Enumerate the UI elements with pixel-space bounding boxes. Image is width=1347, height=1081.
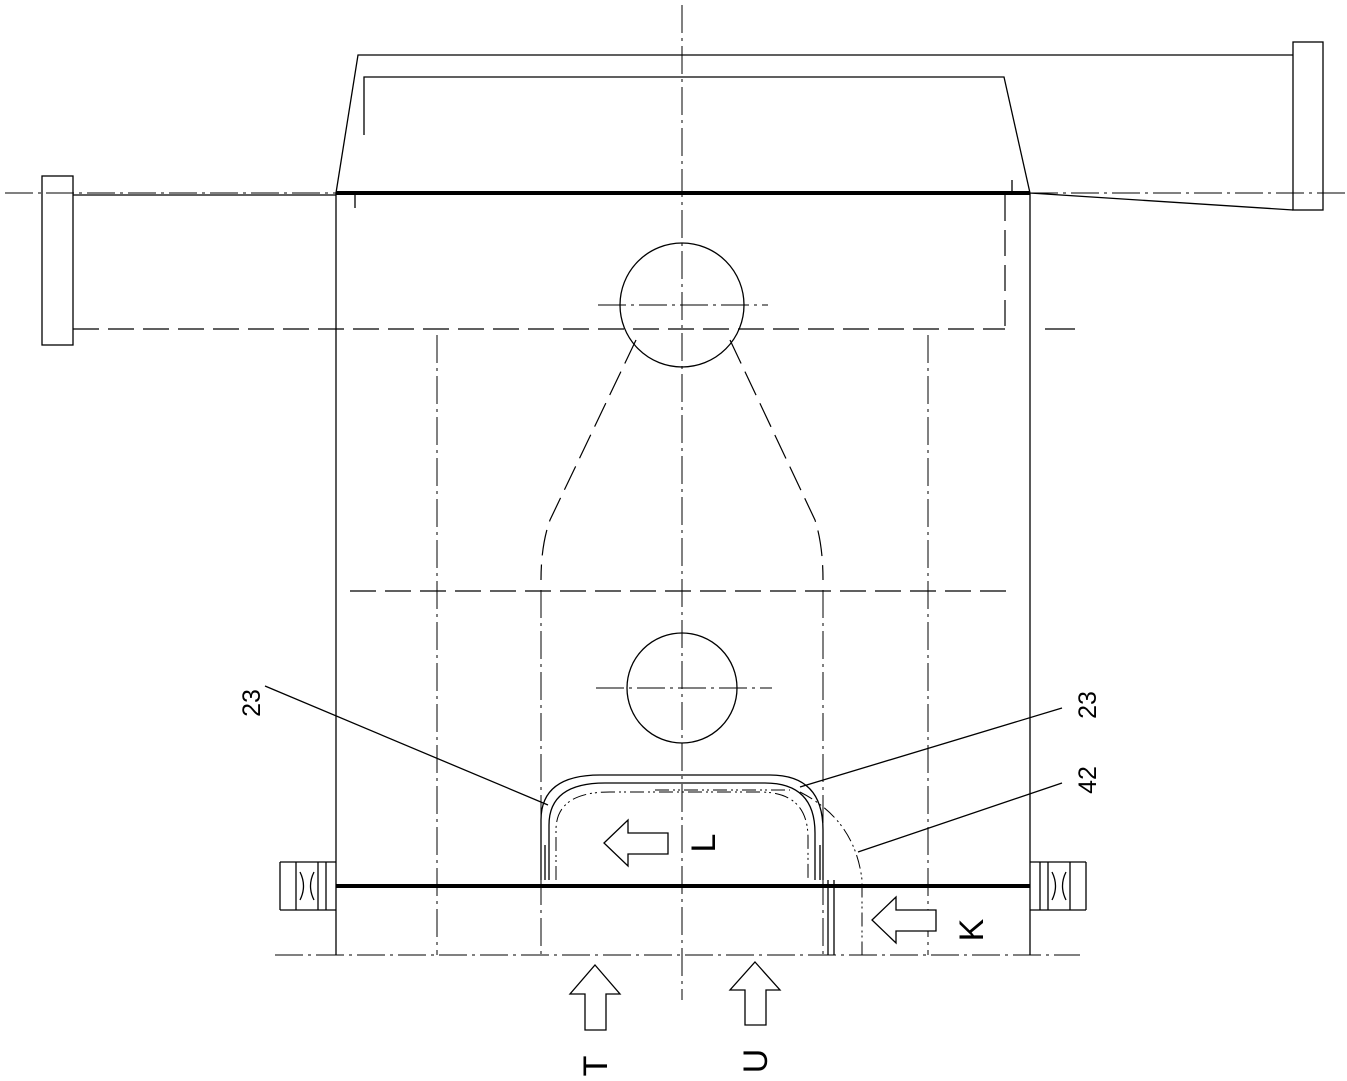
arrow-l-icon	[603, 818, 669, 868]
ref-23-right: 23	[1074, 691, 1102, 719]
letter-u: U	[737, 1049, 775, 1074]
arrow-t-icon	[568, 964, 622, 1031]
letter-l: L	[685, 834, 723, 853]
arrow-u-icon	[728, 961, 782, 1026]
upper-circle	[540, 242, 824, 581]
lower-circle	[626, 632, 738, 744]
letter-t: T	[577, 1056, 615, 1077]
part-42	[799, 791, 863, 955]
ref-23-left: 23	[238, 689, 266, 717]
right-beam	[1030, 861, 1087, 911]
left-flange	[41, 175, 1075, 346]
left-beam	[279, 861, 336, 911]
letter-k: K	[953, 918, 991, 941]
channel-23	[540, 774, 824, 880]
top-cover	[335, 41, 1324, 211]
arrow-k-icon	[871, 895, 937, 945]
housing-walls	[335, 193, 1031, 955]
leader-lines	[264, 685, 1063, 853]
ref-42: 42	[1074, 766, 1102, 794]
center-lines	[5, 5, 1345, 1000]
